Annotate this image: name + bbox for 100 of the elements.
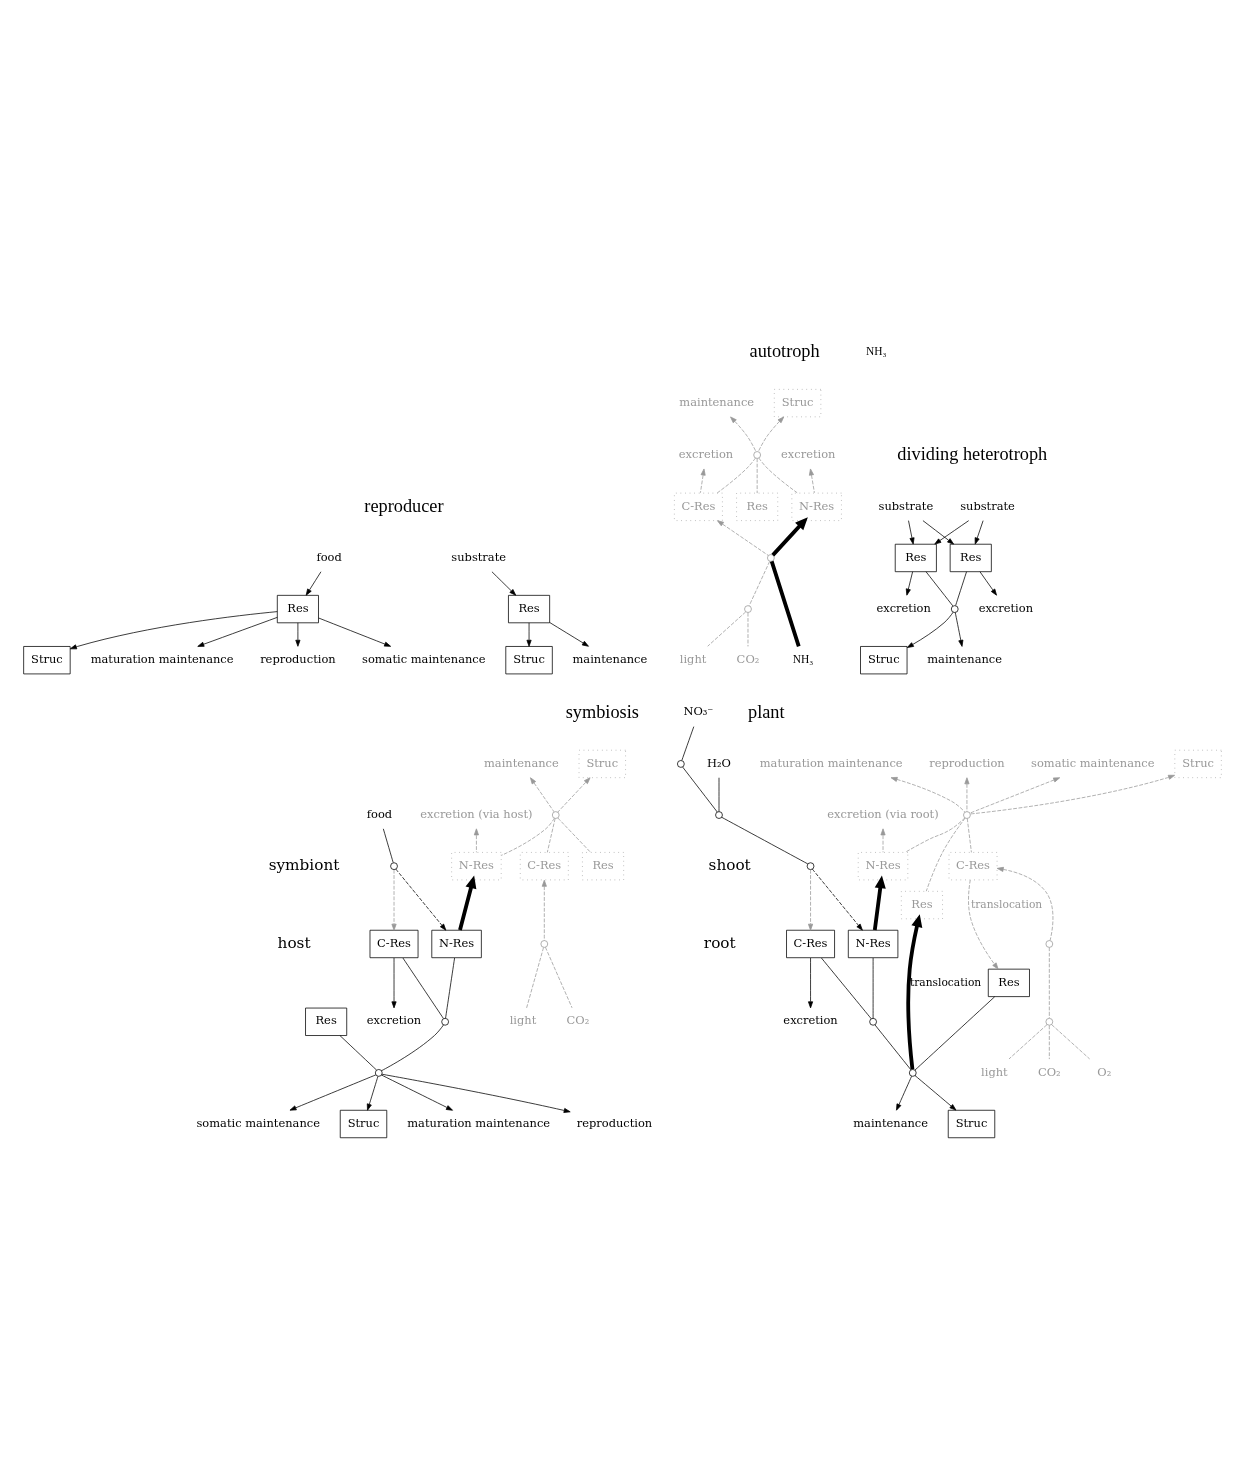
node-circle: [715, 811, 723, 819]
arrow: [890, 776, 966, 813]
node-circle: [374, 1069, 383, 1077]
arrow: [872, 875, 886, 931]
connector: [756, 458, 758, 494]
arrow: [541, 879, 547, 941]
node-circle: [908, 1069, 917, 1077]
connector: [501, 817, 555, 856]
arrow: [391, 957, 397, 1009]
connector: [914, 996, 996, 1071]
edge-label: translocation: [970, 897, 1043, 911]
arrow: [366, 1075, 379, 1111]
node-text: H₂O: [707, 755, 731, 770]
node-text: reproduction: [929, 755, 1005, 770]
connector: [682, 766, 718, 813]
arrow: [557, 777, 591, 813]
node-box: Struc: [773, 389, 822, 418]
arrow: [922, 520, 954, 545]
arrow: [381, 1073, 571, 1113]
connector: [904, 817, 966, 853]
arrow: [906, 914, 923, 1070]
label: plant: [748, 701, 785, 722]
node-text: substrate: [960, 498, 1015, 513]
node-text: substrate: [878, 498, 934, 513]
node-text: excretion: [678, 446, 734, 461]
node-text: CO₂: [566, 1013, 590, 1028]
node-circle: [950, 605, 959, 613]
arrow: [197, 617, 278, 647]
node-text: O₂: [1097, 1064, 1112, 1079]
node-box: C-Res: [786, 929, 835, 959]
connector: [402, 957, 444, 1019]
connector: [382, 828, 394, 863]
connector: [1051, 1024, 1091, 1060]
node-box: N-Res: [847, 929, 899, 959]
node-text: maturation maintenance: [407, 1115, 551, 1130]
node-box: N-Res: [431, 929, 482, 959]
node-box: N-Res: [791, 492, 842, 521]
arrow: [914, 1075, 957, 1111]
label: reproducer: [364, 495, 444, 516]
node-circle: [963, 811, 971, 819]
node-circle: [1045, 1017, 1054, 1026]
arrow: [526, 622, 532, 647]
connector: [526, 947, 544, 1009]
node-text: excretion (via host): [420, 806, 533, 821]
connector: [557, 817, 591, 853]
node-box: Struc: [505, 646, 553, 675]
connector: [1048, 947, 1050, 1019]
node-text: somatic maintenance: [196, 1115, 320, 1130]
node-circle: [441, 1017, 449, 1026]
node-circle: [540, 940, 549, 948]
connector: [681, 726, 695, 761]
node-box: N-Res: [451, 852, 502, 881]
node-circle: [390, 862, 398, 870]
node-circle: [677, 760, 685, 768]
node-text: light: [679, 651, 707, 666]
connector: [707, 611, 746, 647]
node-text: somatic maintenance: [362, 651, 486, 666]
node-box: Struc: [23, 646, 71, 675]
node-circle: [744, 605, 752, 613]
node-text: light: [981, 1064, 1008, 1079]
label: dividing heterotroph: [897, 443, 1048, 464]
connector: [1048, 1025, 1050, 1060]
node-box: Res: [987, 968, 1030, 997]
connector: [874, 1024, 912, 1071]
arrow: [289, 1074, 377, 1111]
arrow: [906, 611, 954, 648]
arrow: [305, 571, 322, 596]
node-text: NH₃: [865, 344, 887, 357]
connector: [872, 957, 874, 1019]
arrow: [905, 571, 913, 596]
arrow: [896, 1075, 912, 1111]
arrow: [934, 520, 970, 545]
arrow: [391, 869, 397, 931]
node-box: Res: [582, 852, 624, 881]
node-text: maturation maintenance: [90, 651, 234, 666]
node-text: maintenance: [572, 651, 648, 666]
arrow: [473, 828, 479, 853]
arrow: [811, 868, 863, 931]
arrow: [974, 520, 984, 545]
node-box: Res: [736, 492, 779, 521]
arrow: [996, 866, 1054, 941]
connector: [748, 561, 771, 606]
arrow: [969, 774, 1175, 815]
node-text: CO₂: [736, 651, 760, 666]
node-circle: [753, 451, 761, 459]
node-text: reproduction: [260, 651, 336, 666]
node-text: maintenance: [853, 1115, 929, 1130]
node-text: excretion: [978, 600, 1034, 615]
node-circle: [869, 1017, 877, 1026]
node-text: reproduction: [576, 1115, 653, 1130]
node-box: Struc: [947, 1109, 996, 1139]
connector: [545, 946, 573, 1009]
node-text: maintenance: [679, 394, 755, 409]
connector: [925, 817, 966, 892]
connector: [716, 457, 756, 494]
arrow: [908, 520, 915, 545]
arrow: [318, 617, 391, 647]
arrow: [954, 612, 964, 647]
node-box: N-Res: [857, 852, 909, 881]
arrow: [964, 777, 970, 812]
